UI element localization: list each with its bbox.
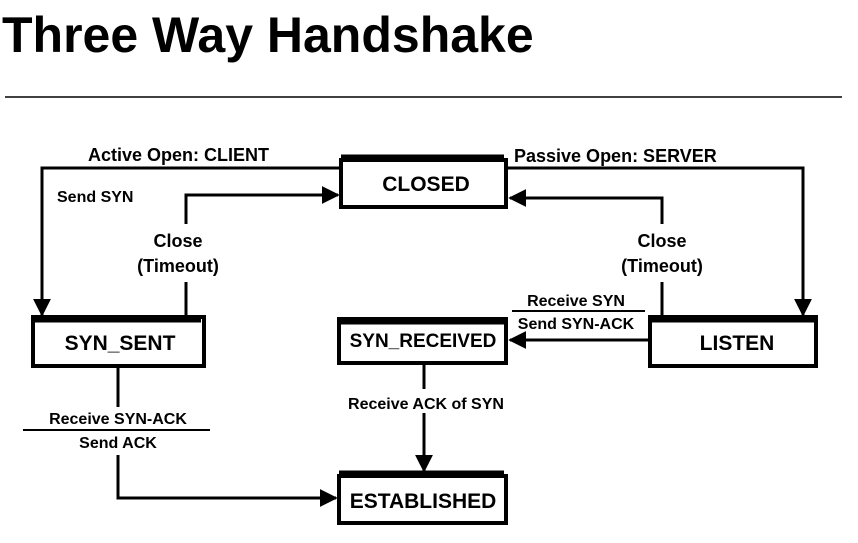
arrow-close-left [184, 186, 340, 224]
page-title: Three Way Handshake [2, 7, 534, 63]
label-receive-syn: Receive SYN [527, 293, 625, 310]
state-syn-sent: SYN_SENT [31, 315, 206, 368]
arrow-active-open [33, 166, 341, 317]
label-send-syn-ack: Send SYN-ACK [518, 316, 635, 333]
label-close-left: Close [153, 231, 202, 251]
label-active-open: Active Open: CLIENT [88, 145, 269, 165]
state-established-label: ESTABLISHED [350, 490, 497, 513]
arrow-syn-sent-to-established [116, 455, 338, 507]
state-listen: LISTEN [648, 315, 818, 368]
state-listen-label: LISTEN [700, 332, 775, 355]
state-closed-label: CLOSED [382, 173, 470, 196]
label-receive-ack-of-syn: Receive ACK of SYN [348, 396, 504, 413]
state-syn-received: SYN_RECEIVED [337, 317, 508, 365]
state-established: ESTABLISHED [337, 470, 508, 525]
label-timeout-left: (Timeout) [137, 256, 219, 276]
state-syn-sent-label: SYN_SENT [65, 332, 176, 355]
label-receive-syn-ack: Receive SYN-ACK [49, 411, 187, 428]
label-close-right: Close [637, 231, 686, 251]
state-syn-received-label: SYN_RECEIVED [350, 331, 497, 352]
arrow-passive-open [506, 166, 812, 317]
label-passive-open: Passive Open: SERVER [514, 146, 717, 166]
label-timeout-right: (Timeout) [621, 256, 703, 276]
label-send-syn: Send SYN [57, 189, 133, 206]
state-closed: CLOSED [339, 154, 508, 209]
arrow-close-right [508, 189, 664, 224]
label-send-ack: Send ACK [79, 435, 157, 452]
